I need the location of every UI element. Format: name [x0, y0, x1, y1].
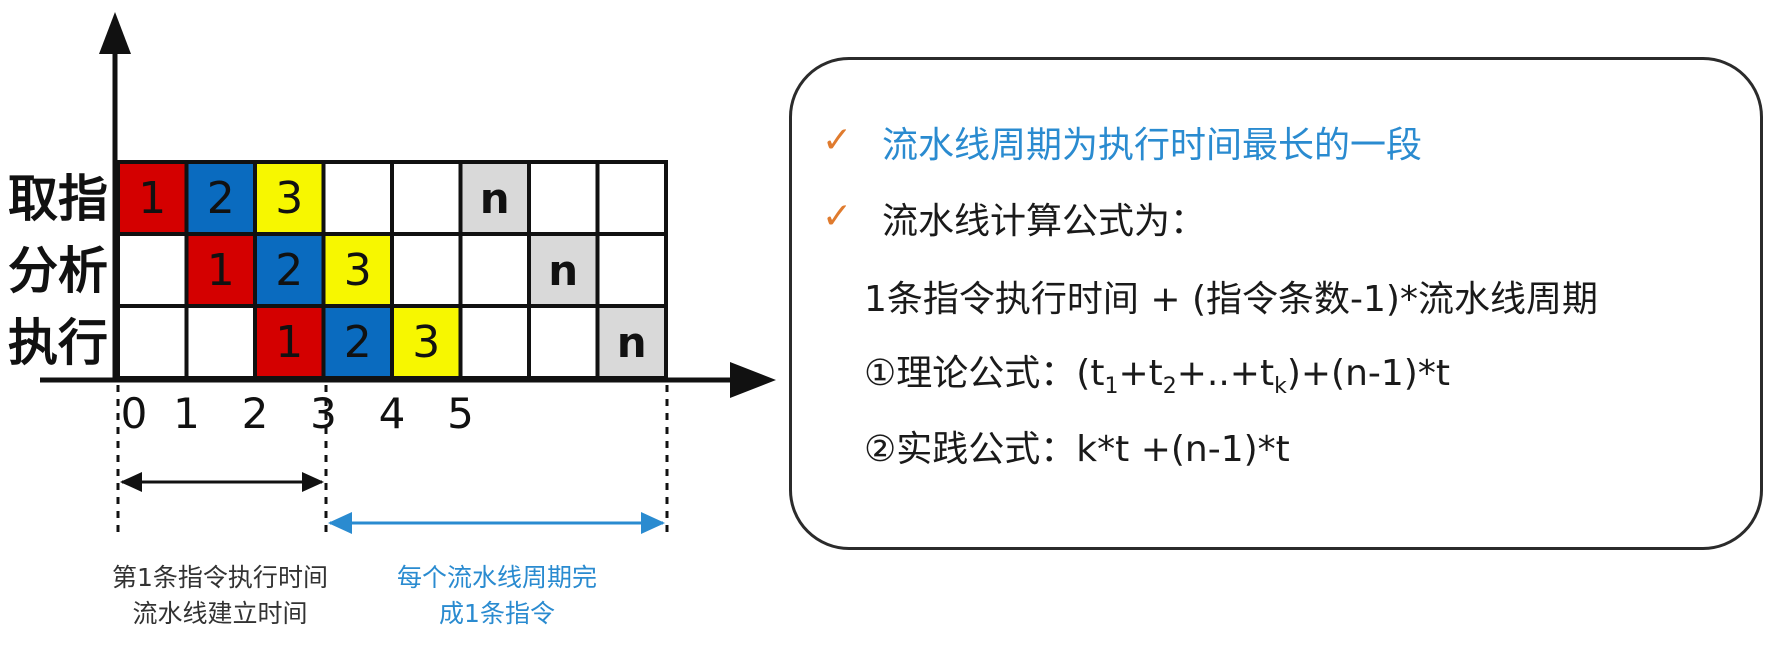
pipeline-cell-label: n	[617, 318, 647, 367]
bullet-cycle-definition: 流水线周期为执行时间最长的一段	[882, 125, 1423, 166]
theory-mid: +..+t	[1176, 353, 1275, 394]
pipeline-cell-label: 1	[275, 317, 303, 368]
time-tick-label: 3	[310, 389, 337, 438]
pipeline-cell-label: 2	[207, 173, 235, 224]
theory-sub-1: 1	[1104, 374, 1119, 400]
pipeline-cell	[116, 304, 189, 380]
pipeline-cell	[458, 304, 531, 380]
theory-plus1: +t	[1118, 353, 1163, 394]
pipeline-cell-label: 2	[344, 317, 372, 368]
bullet-formula-intro: 流水线计算公式为：	[882, 201, 1207, 242]
theory-formula-label: ①理论公式：	[864, 353, 1077, 394]
practice-formula-label: ②实践公式：	[864, 429, 1077, 470]
pipeline-cell	[527, 160, 600, 236]
setup-arrow-left-head	[120, 472, 142, 492]
cycle-arrow-left-head	[328, 512, 352, 534]
theory-sub-2: 2	[1162, 374, 1177, 400]
time-tick-label: 0	[121, 389, 148, 438]
setup-note-line2: 流水线建立时间	[132, 599, 307, 628]
pipeline-cell	[458, 232, 531, 308]
theory-formula: ①理论公式：(t1+t2+..+tk)+(n-1)*t	[864, 344, 1450, 399]
pipeline-cell-label: 1	[138, 173, 166, 224]
time-tick-label: 2	[242, 389, 269, 438]
pipeline-cell	[595, 304, 668, 380]
theory-sub-k: k	[1274, 374, 1287, 400]
pipeline-cell-label: 3	[344, 245, 372, 296]
x-axis-arrowhead	[730, 362, 776, 398]
general-formula: 1条指令执行时间 + (指令条数-1)*流水线周期	[864, 279, 1598, 320]
time-tick-label: 4	[379, 389, 406, 438]
pipeline-cell-label: 2	[275, 245, 303, 296]
pipeline-cell	[184, 304, 257, 380]
pipeline-cell-label: n	[480, 174, 510, 223]
formula-info-box: ✓ 流水线周期为执行时间最长的一段 ✓ 流水线计算公式为： 1条指令执行时间 +…	[789, 57, 1763, 550]
theory-close: )+(n-1)*t	[1286, 353, 1450, 394]
stage-label: 执行	[8, 314, 108, 372]
cycle-arrow-right-head	[641, 512, 665, 534]
practice-formula-text: k*t +(n-1)*t	[1076, 429, 1290, 470]
pipeline-cell-label: 1	[207, 245, 235, 296]
stage-label: 分析	[8, 242, 108, 300]
cycle-note-line2: 成1条指令	[439, 599, 555, 628]
pipeline-cell	[390, 232, 463, 308]
practice-formula: ②实践公式：k*t +(n-1)*t	[864, 420, 1290, 472]
pipeline-cell	[595, 232, 668, 308]
theory-open: (t	[1076, 353, 1105, 394]
pipeline-cell-label: n	[548, 246, 578, 295]
pipeline-cell	[390, 304, 463, 380]
y-axis-arrowhead	[99, 12, 131, 54]
pipeline-cell-label: 3	[412, 317, 440, 368]
pipeline-cell	[116, 232, 189, 308]
time-tick-label: 5	[447, 389, 474, 438]
pipeline-cell-label: 3	[275, 173, 303, 224]
pipeline-cell	[390, 160, 463, 236]
pipeline-cell	[321, 160, 394, 236]
pipeline-cell	[527, 304, 600, 380]
setup-arrow-right-head	[302, 472, 324, 492]
pipeline-cell	[595, 160, 668, 236]
check-icon: ✓	[822, 196, 853, 237]
setup-note-line1: 第1条指令执行时间	[112, 563, 328, 592]
check-icon: ✓	[822, 120, 853, 161]
stage-label: 取指	[8, 170, 108, 228]
cycle-note-line1: 每个流水线周期完	[397, 563, 597, 592]
time-tick-label: 1	[173, 389, 200, 438]
